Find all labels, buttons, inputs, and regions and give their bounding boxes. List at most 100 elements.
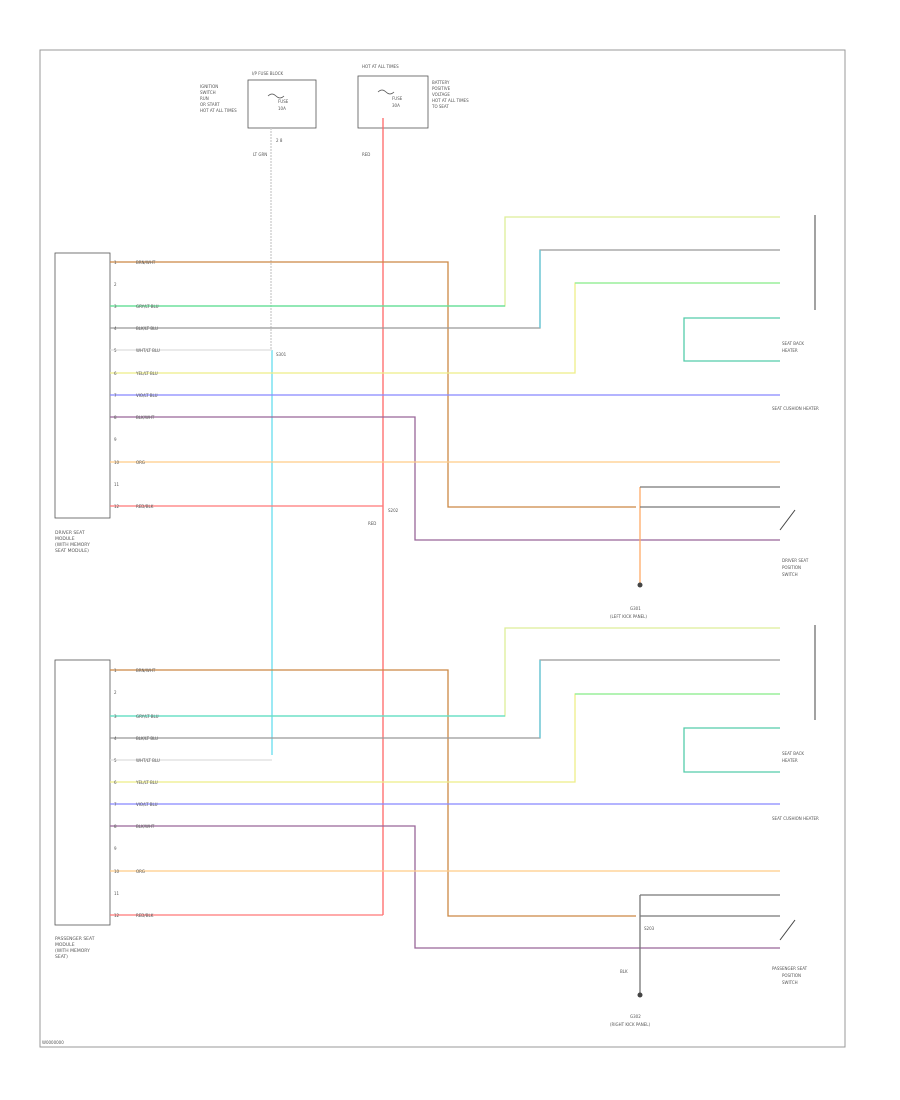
driver-pin-2: 2 bbox=[114, 282, 117, 287]
driver-seat-module bbox=[54, 252, 111, 519]
passenger-wire-label-1: BRN/WHT bbox=[136, 668, 156, 673]
passenger-heater-label-2: HEATER bbox=[782, 758, 798, 763]
fuse-left-wire-color: LT GRN bbox=[253, 152, 267, 157]
passenger-switch-label-2: POSITION bbox=[782, 973, 801, 978]
passenger-pin-12: 12 bbox=[114, 913, 120, 918]
driver-heater-label-1: SEAT BACK bbox=[782, 341, 804, 346]
diagram-frame bbox=[39, 49, 846, 1048]
fuse-left-note: 2 8 bbox=[276, 138, 283, 143]
driver-wire-label-1: BRN/WHT bbox=[136, 260, 156, 265]
fuse-right-wire-color: RED bbox=[362, 152, 370, 157]
driver-wire-label-8: ORG bbox=[136, 460, 145, 465]
fuse-right-inner-2: 30A bbox=[392, 103, 400, 108]
driver-module-label-2: MODULE bbox=[55, 536, 75, 542]
fuse-left-side-1: IGNITION bbox=[200, 84, 218, 89]
ground-lower-label-1: G302 bbox=[630, 1014, 641, 1019]
fuse-left-inner-1: FUSE bbox=[278, 99, 289, 104]
fuse-right-box bbox=[357, 75, 429, 129]
fuse-left-side-3: RUN bbox=[200, 96, 209, 101]
passenger-pin-1: 1 bbox=[114, 668, 117, 673]
passenger-seat-module bbox=[54, 659, 111, 926]
passenger-wire-label-6: VIO/LT BLU bbox=[136, 802, 158, 807]
splice-label-1: S301 bbox=[276, 352, 287, 357]
driver-module-label-1: DRIVER SEAT bbox=[55, 530, 85, 536]
fuse-right-inner-1: FUSE bbox=[392, 96, 403, 101]
driver-pin-3: 3 bbox=[114, 304, 117, 309]
passenger-wire-grn bbox=[110, 627, 780, 717]
driver-pin-6: 6 bbox=[114, 371, 117, 376]
passenger-wire-label-4: WHT/LT BLU bbox=[136, 758, 160, 763]
fuse-left-side-2: SWITCH bbox=[200, 90, 216, 95]
passenger-wire-label-5: YEL/LT BLU bbox=[135, 780, 158, 785]
driver-switch-symbol bbox=[779, 509, 796, 531]
fuse-right-side-4: HOT AT ALL TIMES bbox=[432, 98, 469, 103]
passenger-switch-label-1: PASSENGER SEAT bbox=[772, 966, 808, 971]
driver-switch-label-1: DRIVER SEAT bbox=[782, 558, 809, 563]
fuse-left-box bbox=[247, 79, 317, 129]
splice-label-2: S202 bbox=[388, 508, 399, 513]
fuse-right-side-3: VOLTAGE bbox=[432, 92, 450, 97]
driver-wire-labels: BRN/WHT GRY/LT BLU BLK/LT BLU WHT/LT BLU… bbox=[135, 260, 160, 509]
passenger-cushion-label: SEAT CUSHION HEATER bbox=[772, 816, 819, 821]
passenger-wire-label-2: GRY/LT BLU bbox=[136, 714, 159, 719]
driver-ground-symbol bbox=[637, 582, 643, 588]
passenger-pin-10: 10 bbox=[114, 869, 120, 874]
blk-wire-label: BLK bbox=[620, 969, 628, 974]
passenger-switch-symbol bbox=[779, 919, 796, 941]
passenger-wire-label-9: RED/BLK bbox=[136, 913, 154, 918]
driver-cushion-label: SEAT CUSHION HEATER bbox=[772, 406, 819, 411]
driver-module-label-3: (WITH MEMORY bbox=[55, 542, 90, 548]
passenger-pin-7: 7 bbox=[114, 802, 117, 807]
fuse-left-heading: I/P FUSE BLOCK bbox=[252, 71, 284, 76]
driver-pin-numbers: 1 2 3 4 5 6 7 8 9 10 11 12 bbox=[114, 260, 120, 509]
driver-switch-label-3: SWITCH bbox=[782, 572, 798, 577]
fuse-right-side-1: BATTERY bbox=[432, 80, 450, 85]
ground-upper-label-2: (LEFT KICK PANEL) bbox=[610, 614, 647, 619]
driver-wire-purple bbox=[110, 416, 780, 541]
passenger-pin-numbers: 1 2 3 4 5 6 7 8 9 10 11 12 bbox=[114, 668, 120, 918]
fuse-block-right: HOT AT ALL TIMES BATTERY POSITIVE VOLTAG… bbox=[357, 64, 469, 157]
driver-pin-11: 11 bbox=[114, 482, 120, 487]
splice-label-3: S203 bbox=[644, 926, 655, 931]
driver-pin-1: 1 bbox=[114, 260, 117, 265]
driver-wire-label-9: RED/BLK bbox=[136, 504, 154, 509]
driver-wire-label-4: WHT/LT BLU bbox=[136, 348, 160, 353]
passenger-wire-purple bbox=[110, 825, 780, 949]
fuse-left-inner-2: 10A bbox=[278, 106, 286, 111]
passenger-pin-5: 5 bbox=[114, 758, 117, 763]
ground-lower-label-2: (RIGHT KICK PANEL) bbox=[610, 1022, 650, 1027]
footer-code: W0000000 bbox=[42, 1040, 64, 1045]
red-wire-label: RED bbox=[368, 521, 376, 526]
driver-wire-label-7: BLK/WHT bbox=[136, 415, 155, 420]
passenger-wire-brn bbox=[110, 669, 636, 917]
driver-wire-label-2: GRY/LT BLU bbox=[136, 304, 159, 309]
fuse-block-left: I/P FUSE BLOCK IGNITION SWITCH RUN OR ST… bbox=[200, 71, 317, 157]
driver-wire-label-5: YEL/LT BLU bbox=[135, 371, 158, 376]
passenger-wire-label-7: BLK/WHT bbox=[136, 824, 155, 829]
passenger-pin-6: 6 bbox=[114, 780, 117, 785]
passenger-wire-label-3: BLK/LT BLU bbox=[136, 736, 158, 741]
driver-pin-8: 8 bbox=[114, 415, 117, 420]
passenger-module-label-4: SEAT) bbox=[55, 954, 68, 960]
driver-pin-12: 12 bbox=[114, 504, 120, 509]
passenger-pin-2: 2 bbox=[114, 690, 117, 695]
driver-pin-10: 10 bbox=[114, 460, 120, 465]
fuse-right-heading: HOT AT ALL TIMES bbox=[362, 64, 399, 69]
passenger-wire-label-8: ORG bbox=[136, 869, 145, 874]
passenger-wire-gray bbox=[110, 659, 780, 739]
driver-wire-brn bbox=[110, 261, 636, 508]
passenger-pin-8: 8 bbox=[114, 824, 117, 829]
fuse-left-symbol bbox=[267, 93, 285, 99]
driver-heater-wire bbox=[683, 317, 780, 362]
driver-wire-label-3: BLK/LT BLU bbox=[136, 326, 158, 331]
passenger-pin-9: 9 bbox=[114, 846, 117, 851]
ground-upper-label-1: G301 bbox=[630, 606, 641, 611]
passenger-wire-labels: BRN/WHT GRY/LT BLU BLK/LT BLU WHT/LT BLU… bbox=[135, 668, 160, 918]
driver-pin-4: 4 bbox=[114, 326, 117, 331]
passenger-ground-symbol bbox=[637, 992, 643, 998]
fuse-right-symbol bbox=[377, 89, 395, 95]
passenger-pin-11: 11 bbox=[114, 891, 120, 896]
passenger-pin-3: 3 bbox=[114, 714, 117, 719]
fuse-left-side-4: OR START bbox=[200, 102, 220, 107]
